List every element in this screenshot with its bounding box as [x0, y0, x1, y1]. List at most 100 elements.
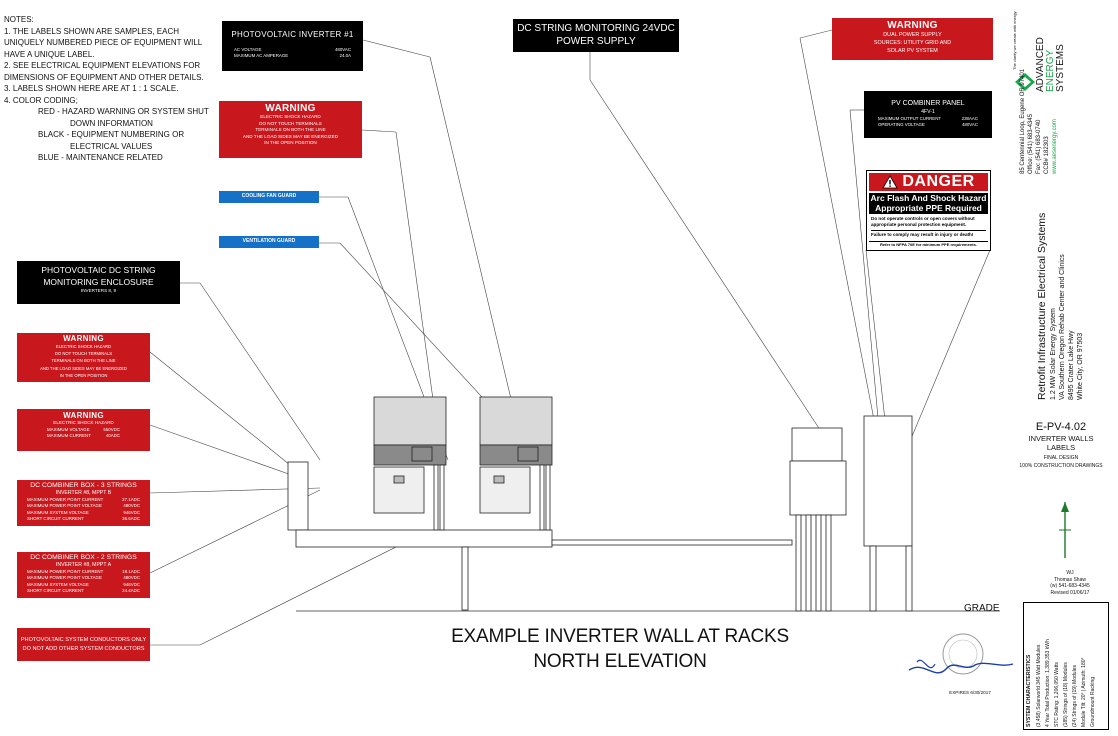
leader-line [362, 39, 431, 58]
warning-triangle-icon [882, 175, 899, 189]
note-line: 3. LABELS SHOWN HERE ARE AT 1 : 1 SCALE. [4, 84, 179, 93]
note-line: 4. COLOR CODING; [4, 95, 78, 105]
danger-label: DANGER Arc Flash And Shock Hazard Approp… [866, 170, 991, 251]
dc-string-power-line: DC STRING MONITORING 24VDC [517, 23, 675, 34]
characteristic-line: (185) Strings of (18) Modules [1063, 662, 1069, 727]
project-line: 1.2 MW Solar Energy System [1050, 308, 1057, 400]
drawing-title: EXAMPLE INVERTER WALL AT RACKS NORTH ELE… [400, 624, 840, 674]
drawing-title-line: NORTH ELEVATION [533, 651, 707, 672]
leader-line [429, 56, 517, 421]
danger-line: Appropriate PPE Required [875, 202, 982, 213]
warning-line: IN THE OPEN POSITION [59, 372, 108, 378]
pv-conductors-line: DO NOT ADD OTHER SYSTEM CONDUCTORS [22, 646, 145, 652]
revision-date: Revised 01/06/17 [1050, 589, 1090, 596]
string-monitoring-label: PHOTOVOLTAIC DC STRING MONITORING ENCLOS… [17, 261, 180, 304]
characteristic-line: (3,458) Solarworld 345 Watt Modules [1036, 644, 1042, 727]
danger-line: Arc Flash And Shock Hazard [870, 193, 987, 203]
leader-line [799, 37, 877, 431]
design-status: FINAL DESIGN [1043, 455, 1079, 461]
row-value: 36.6ADC [122, 516, 140, 522]
notes-heading: NOTES: [4, 15, 34, 24]
combiner-panel-top [791, 427, 843, 462]
characteristic-line: 4 Year Total Production: 1,389,353 kWh [1045, 639, 1051, 727]
design-status: 100% CONSTRUCTION DRAWINGS [1019, 463, 1103, 469]
ground-post [461, 546, 469, 611]
inverter-1 [373, 396, 447, 446]
danger-header: DANGER [869, 173, 988, 191]
color-coding-red: RED - HAZARD WARNING OR SYSTEM SHUT [38, 107, 209, 116]
pv-conductors-label: PHOTOVOLTAIC SYSTEM CONDUCTORS ONLY DO N… [17, 628, 150, 661]
danger-footer: Refer to NFPA 70E for minimum PPE requir… [869, 241, 988, 248]
row-value: 40ADC [105, 433, 120, 438]
project-line: 8495 Crater Lake Hwy [1068, 330, 1075, 400]
inverter-label-title: PHOTOVOLTAIC INVERTER #1 [231, 30, 354, 39]
combiner-3-strings-label: DC COMBINER BOX - 3 STRINGS INVERTER #8,… [17, 480, 150, 526]
string-monitoring-line: PHOTOVOLTAIC DC STRING [41, 265, 156, 275]
row-label: MAXIMUM POWER POINT CURRENT [27, 497, 104, 502]
row-value: 238AAC [961, 116, 978, 121]
row-label: MAXIMUM POWER POINT CURRENT [27, 569, 104, 574]
warning-dual-power-label: WARNING DUAL POWER SUPPLY SOURCES: UTILI… [832, 18, 993, 60]
sheet-info: E-PV-4.02 INVERTER WALLS LABELS FINAL DE… [1010, 421, 1112, 470]
panel-sub: 4FV-1 [921, 109, 935, 115]
combiner-sub: INVERTER #8, MPPT A [55, 562, 112, 568]
row-value: 480VAC [334, 47, 351, 52]
row-label: MAXIMUM CURRENT [47, 433, 91, 438]
characteristic-heading: SYSTEM CHARACTERISTICS [1026, 654, 1032, 727]
general-notes: NOTES: 1. THE LABELS SHOWN ARE SAMPLES, … [4, 14, 234, 164]
row-label: MAXIMUM POWER POINT VOLTAGE [27, 503, 102, 509]
leader-line [799, 29, 833, 39]
characteristic-line: (24) Strings of (19) Modules [1072, 665, 1078, 727]
combiner-sub: INVERTER #8, MPPT B [55, 490, 112, 496]
row-label: MAXIMUM SYSTEM VOLTAGE [27, 581, 89, 587]
warning-line: ELECTRIC SHOCK HAZARD [260, 114, 321, 119]
color-coding-blue: BLUE - MAINTENANCE RELATED [38, 153, 163, 162]
warning-line: AND THE LOAD SIDES MAY BE ENERGIZED [40, 365, 127, 371]
system-characteristics: SYSTEM CHARACTERISTICS (3,458) Solarworl… [1023, 602, 1109, 730]
row-value: 24.4ADC [122, 588, 140, 594]
combiner-title: DC COMBINER BOX - 3 STRINGS [30, 482, 137, 489]
warning-title: WARNING [63, 411, 104, 420]
inverter-2-base [479, 444, 553, 466]
logo-diamond-icon [1015, 73, 1035, 91]
warning-title: WARNING [265, 103, 316, 114]
warning-title: WARNING [887, 20, 938, 31]
color-coding-red-cont: DOWN INFORMATION [70, 118, 153, 128]
grade-label: GRADE [964, 603, 1000, 614]
combiner-2-strings-label: DC COMBINER BOX - 2 STRINGS INVERTER #8,… [17, 552, 150, 598]
address-line: 85 Centennial Loop, Eugene OR 97401 [1020, 68, 1026, 174]
end-post [287, 461, 309, 531]
address-line: Office: (541) 683-4345 [1028, 114, 1034, 174]
inverter-1-base [373, 444, 447, 466]
ac-panel-structure [863, 415, 913, 547]
wall-post [439, 464, 445, 531]
combiner-title: DC COMBINER BOX - 2 STRINGS [30, 554, 137, 561]
pv-conductors-line: PHOTOVOLTAIC SYSTEM CONDUCTORS ONLY [20, 637, 147, 643]
row-label: MAXIMUM AC AMPERAGE [234, 53, 289, 59]
address-line: www.aesenergy.com [1052, 119, 1058, 174]
cooling-fan-guard-label: COOLING FAN GUARD [219, 191, 319, 203]
leader-line [361, 129, 397, 133]
danger-title: DANGER [902, 173, 975, 190]
company-tagline: The clarity we create with energy. [1012, 10, 1017, 70]
combiner-box-1-latch [393, 475, 405, 484]
warning-small-label: WARNING ELECTRIC SHOCK HAZARD DO NOT TOU… [17, 333, 150, 382]
ac-panel-leg [869, 545, 877, 612]
row-value: 18.1ADC [122, 569, 140, 574]
warning-title: WARNING [63, 334, 104, 343]
wall-post [545, 464, 551, 531]
panel-leg [815, 514, 822, 612]
sheet-number: E-PV-4.02 [1035, 421, 1087, 433]
engineer-phone: (w) 541-683-4345 [1050, 583, 1090, 589]
row-value: 24.0A [339, 53, 351, 59]
combiner-box-1 [373, 466, 425, 514]
engineer-initials: WJ [1066, 570, 1074, 576]
row-value: 27.1ADC [122, 497, 140, 502]
combiner-box-2-latch [493, 475, 505, 484]
combiner-panel [789, 460, 847, 516]
row-label: SHORT CIRCUIT CURRENT [27, 588, 84, 594]
row-label: MAXIMUM POWER POINT VOLTAGE [27, 575, 102, 581]
company-logo: The clarity we create with energy. ADVAN… [1010, 8, 1070, 94]
warning-line: TERMINALS ON BOTH THE LINE [51, 358, 116, 364]
